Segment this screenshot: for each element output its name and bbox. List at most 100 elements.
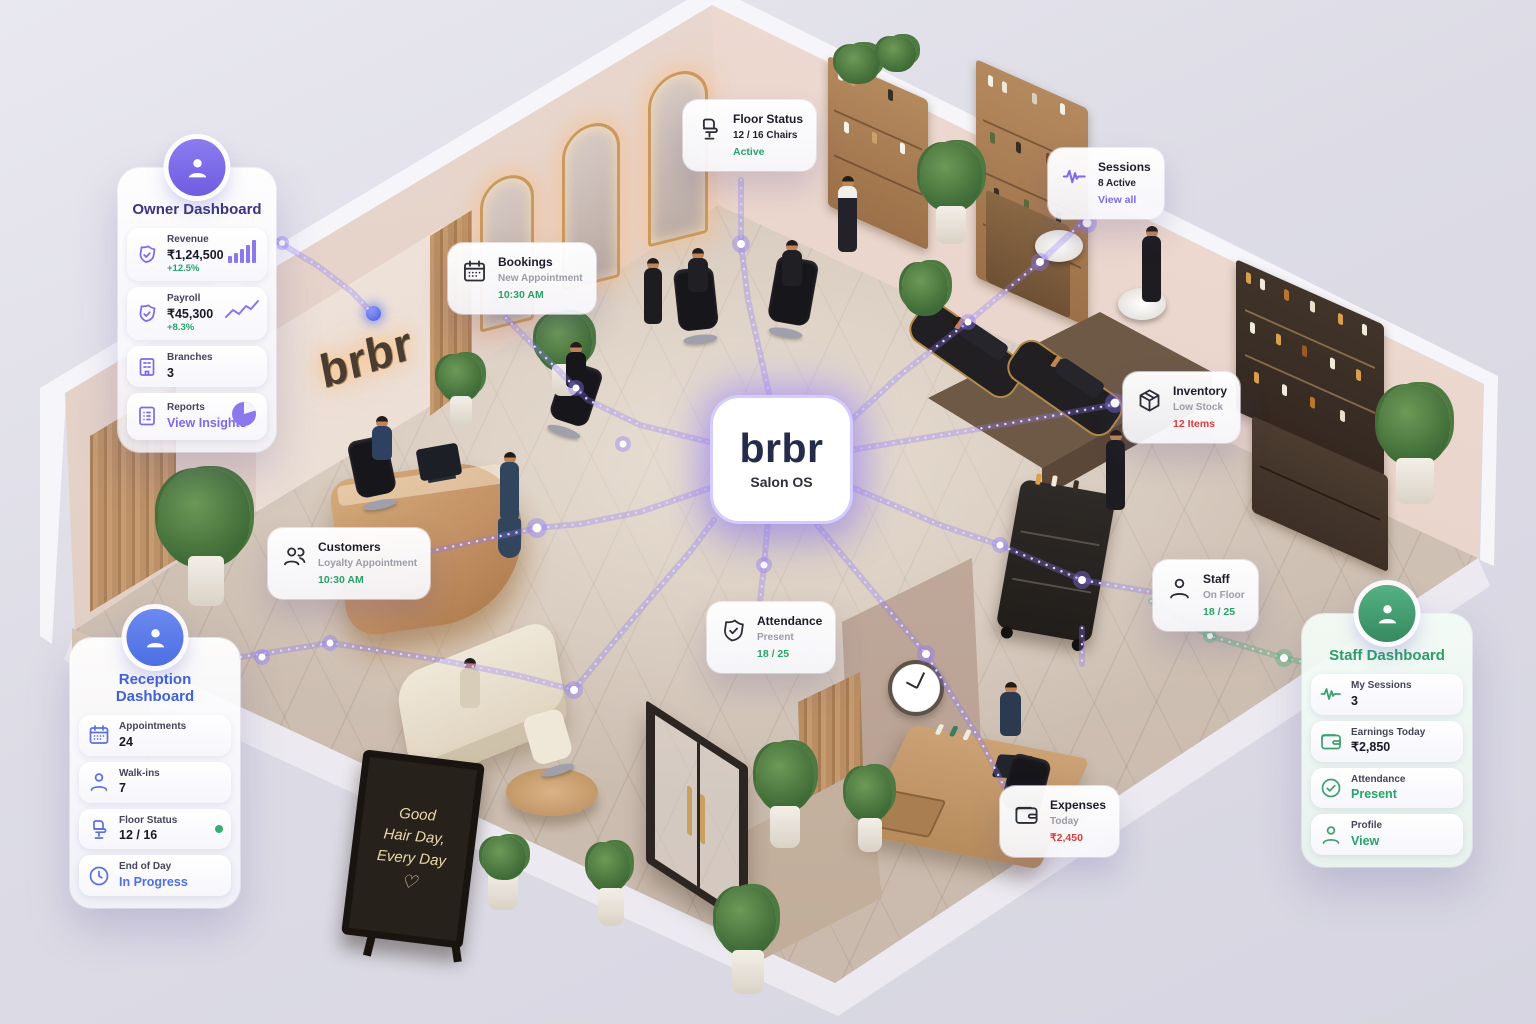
person-icon: [1378, 604, 1396, 623]
metric-label: My Sessions: [1351, 680, 1412, 691]
plant: [878, 36, 916, 72]
reception-dashboard-card[interactable]: Reception Dashboard Appointments 24 Walk…: [70, 609, 240, 908]
sessions-card[interactable]: Sessions 8 Active View all: [1048, 148, 1164, 219]
metric-delta: +12.5%: [167, 262, 200, 274]
owner-revenue-row[interactable]: Revenue ₹1,24,500 +12.5%: [127, 228, 267, 282]
person-icon: [146, 628, 164, 647]
inventory-card[interactable]: Inventory Low Stock 12 Items: [1123, 372, 1241, 443]
customer-standing: [498, 452, 521, 558]
owner-reports-row[interactable]: Reports View Insights: [127, 392, 267, 440]
owner-branches-row[interactable]: Branches 3: [127, 346, 267, 387]
card-line2: Low Stock: [1173, 402, 1224, 414]
metric-label: Walk-ins: [119, 767, 160, 779]
plant: [588, 842, 630, 892]
metric-label: Revenue: [167, 234, 209, 245]
waveform-icon: [1061, 163, 1088, 190]
status-dot: [215, 824, 223, 833]
card-title: Staff: [1203, 572, 1230, 586]
person-icon: [87, 770, 111, 794]
view-all-link[interactable]: View all: [1098, 194, 1137, 207]
wallet-icon: [1319, 729, 1343, 753]
card-line2: Today: [1050, 816, 1079, 828]
card-line3: ₹2,450: [1050, 832, 1083, 845]
building-icon: [135, 355, 159, 379]
reception-avatar: [126, 609, 184, 666]
card-line2: 8 Active: [1098, 178, 1136, 190]
metric-label: Reports: [167, 402, 205, 414]
metric-label: Profile: [1351, 820, 1383, 832]
metric-value: 12 / 16: [119, 828, 158, 842]
reception-end-of-day-row[interactable]: End of Day In Progress: [79, 855, 231, 896]
card-title: Inventory: [1173, 384, 1228, 398]
wall-clock: [888, 660, 944, 716]
reception-walkins-row[interactable]: Walk-ins 7: [79, 761, 231, 803]
plant-pot: [732, 950, 764, 994]
client-seated: [688, 248, 708, 292]
metric-value: 3: [1351, 693, 1358, 708]
staff-dashboard-card[interactable]: Staff Dashboard My Sessions 3 Earnings T…: [1302, 585, 1472, 867]
metric-value: In Progress: [119, 874, 188, 889]
plant-pot: [1396, 458, 1434, 504]
card-line2: On Floor: [1203, 590, 1245, 602]
metric-value: 3: [167, 365, 174, 380]
plant-pot: [188, 556, 224, 606]
card-line3: 18 / 25: [1203, 606, 1236, 619]
wash-basin: [1035, 230, 1083, 262]
metric-label: End of Day: [119, 861, 172, 873]
card-line2: New Appointment: [498, 273, 583, 285]
staff-sessions-row[interactable]: My Sessions 3: [1311, 674, 1463, 715]
plant: [716, 886, 776, 956]
stylist: [644, 258, 662, 324]
staff-earnings-row[interactable]: Earnings Today ₹2,850: [1311, 720, 1463, 762]
reception-floor-status-row[interactable]: Floor Status 12 / 16: [79, 808, 231, 850]
metric-value: ₹2,850: [1351, 740, 1391, 755]
trolley-staff: [1106, 430, 1125, 510]
plant-pot: [598, 888, 624, 926]
pie-chart-icon: [229, 399, 259, 434]
wallet-icon: [1013, 801, 1040, 828]
metric-value: 24: [119, 734, 133, 749]
metric-label: Earnings Today: [1351, 726, 1426, 738]
bookings-card[interactable]: Bookings New Appointment 10:30 AM: [448, 243, 596, 314]
staff-avatar: [1358, 585, 1416, 642]
attendance-card[interactable]: Attendance Present 18 / 25: [707, 602, 836, 673]
staff-attendance-row[interactable]: Attendance Present: [1311, 767, 1463, 809]
metric-delta: +8.3%: [167, 321, 195, 333]
bar-chart-icon: [227, 239, 259, 270]
wash-staff: [1142, 226, 1161, 302]
metric-value: Present: [1351, 787, 1397, 801]
clock-icon: [87, 864, 111, 888]
box-icon: [1136, 387, 1163, 414]
metric-label: Payroll: [167, 293, 201, 305]
plant: [902, 262, 948, 316]
calendar-icon: [461, 258, 488, 285]
customers-card[interactable]: Customers Loyalty Appointment 10:30 AM: [268, 528, 431, 599]
plant: [438, 354, 482, 402]
view-insights-link[interactable]: View Insights: [167, 415, 247, 430]
line-chart-icon: [225, 299, 259, 328]
owner-payroll-row[interactable]: Payroll ₹45,300 +8.3%: [127, 287, 267, 341]
metric-label: Appointments: [119, 721, 187, 732]
metric-label: Attendance: [1351, 773, 1406, 785]
plant-pot: [450, 396, 472, 426]
card-line2: Present: [757, 632, 794, 644]
reception-appointments-row[interactable]: Appointments 24: [79, 715, 231, 756]
floor-status-card[interactable]: Floor Status 12 / 16 Chairs Active: [683, 100, 817, 171]
badge-check-icon: [135, 243, 159, 267]
salon-os-hub-card[interactable]: brbr Salon OS: [713, 398, 850, 521]
chair-icon: [696, 115, 723, 142]
profile-view-link[interactable]: View: [1351, 833, 1380, 848]
expenses-card[interactable]: Expenses Today ₹2,450: [1000, 786, 1120, 857]
metric-value: 7: [119, 781, 126, 796]
people-icon: [281, 543, 308, 570]
person-icon: [1166, 575, 1193, 602]
staff-profile-row[interactable]: Profile View: [1311, 814, 1463, 855]
owner-dashboard-card[interactable]: Owner Dashboard Revenue ₹1,24,500 +12.5%: [118, 139, 276, 452]
card-line3: Active: [733, 146, 765, 159]
plant: [482, 836, 526, 880]
card-line2: Loyalty Appointment: [318, 558, 418, 570]
staff-card[interactable]: Staff On Floor 18 / 25: [1153, 560, 1258, 631]
report-icon: [135, 404, 159, 428]
client-seated: [566, 342, 586, 388]
